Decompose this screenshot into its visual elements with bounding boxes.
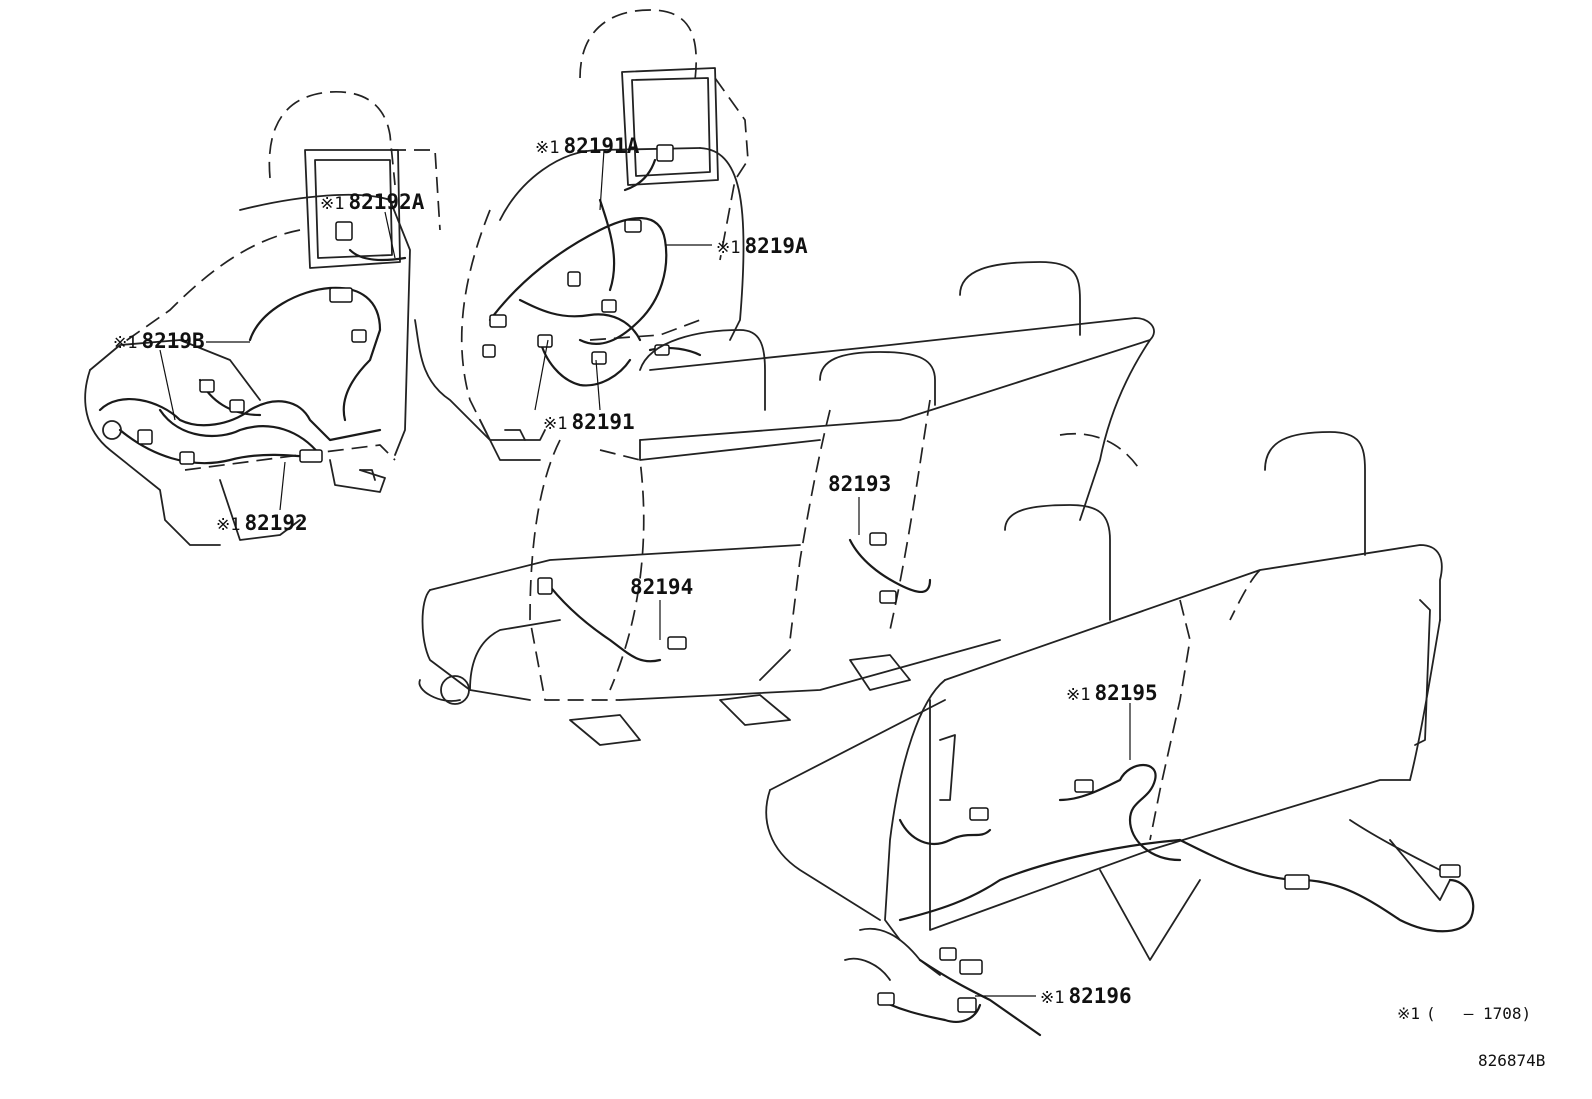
front-left-seat [84,91,441,546]
front-right-seat [414,9,749,461]
leader-lines [159,149,1131,997]
footnote: ※1(– 1708) [1397,1004,1532,1023]
drawing-code: 826874B [1478,1051,1546,1070]
callout-82194: 82194 [630,575,694,599]
callout-82193: 82193 [828,472,892,496]
second-row-bench-seat [418,261,1155,746]
third-row-bench-seat [765,431,1475,1037]
